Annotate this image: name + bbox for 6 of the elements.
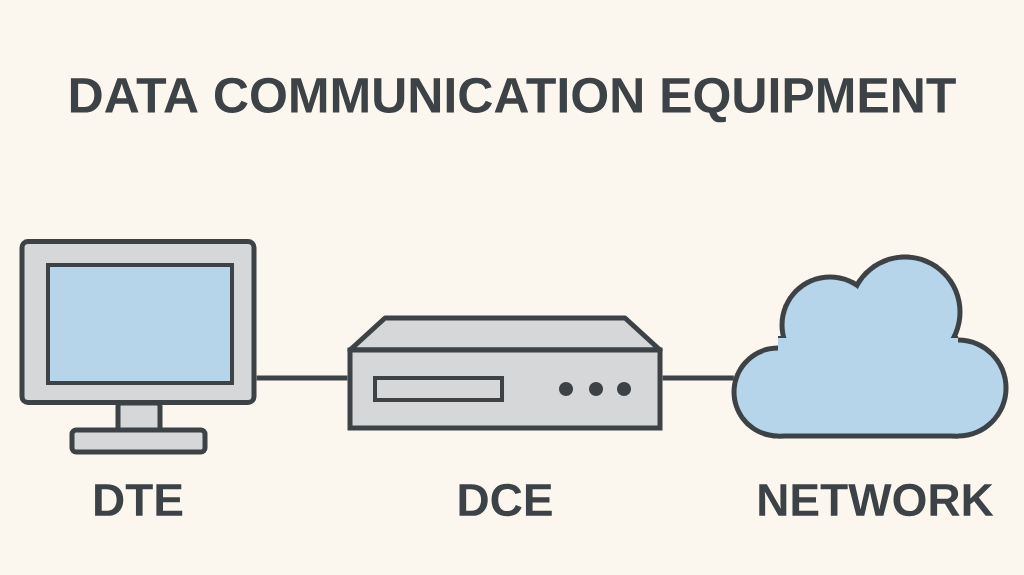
device-label: DCE: [459, 483, 552, 517]
device-label: NETWORK: [759, 483, 994, 517]
connection-line: [256, 375, 348, 381]
connection-line: [662, 375, 734, 381]
device-label: DTE: [95, 484, 183, 516]
title: DATA COMMUNICATION EQUIPMENT: [70, 77, 956, 123]
